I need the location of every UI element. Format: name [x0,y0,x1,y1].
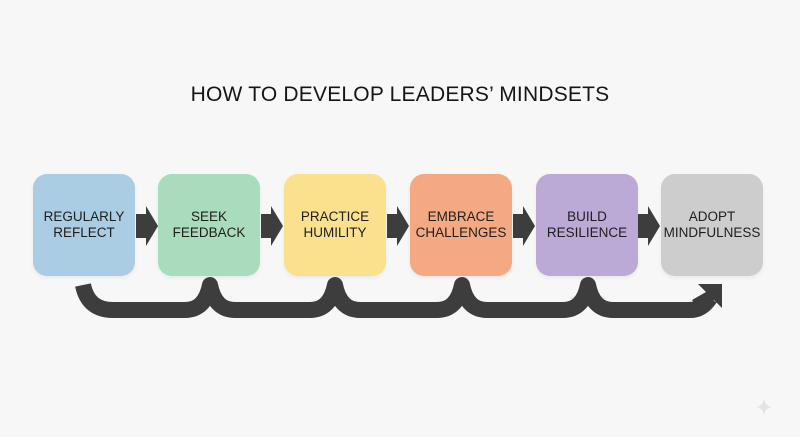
diagram-title: HOW TO DEVELOP LEADERS’ MINDSETS [190,83,610,106]
step-label-line1: BUILD [567,209,607,224]
curved-loop-arrow-icon [75,277,722,318]
step-label-line2: RESILIENCE [546,225,628,240]
step-label-line1: PRACTICE [300,209,370,224]
step-label-line1: ADOPT [688,209,736,224]
step-label-line2: REFLECT [53,225,115,240]
right-arrow-icon [261,206,283,246]
step-label-line2: CHALLENGES [415,225,507,240]
step-label-line1: SEEK [190,209,228,224]
sparkle-icon [756,399,772,415]
step-label-line1: EMBRACE [427,209,495,224]
step-label-line1: REGULARLY [43,209,125,224]
step-label-line2: MINDFULNESS [663,225,761,240]
right-arrow-icon [387,206,409,246]
right-arrow-icon [513,206,535,246]
right-arrow-icon [136,206,158,246]
step-label-line2: FEEDBACK [172,225,246,240]
step-label-line2: HUMILITY [303,225,367,240]
right-arrow-icon [638,206,660,246]
